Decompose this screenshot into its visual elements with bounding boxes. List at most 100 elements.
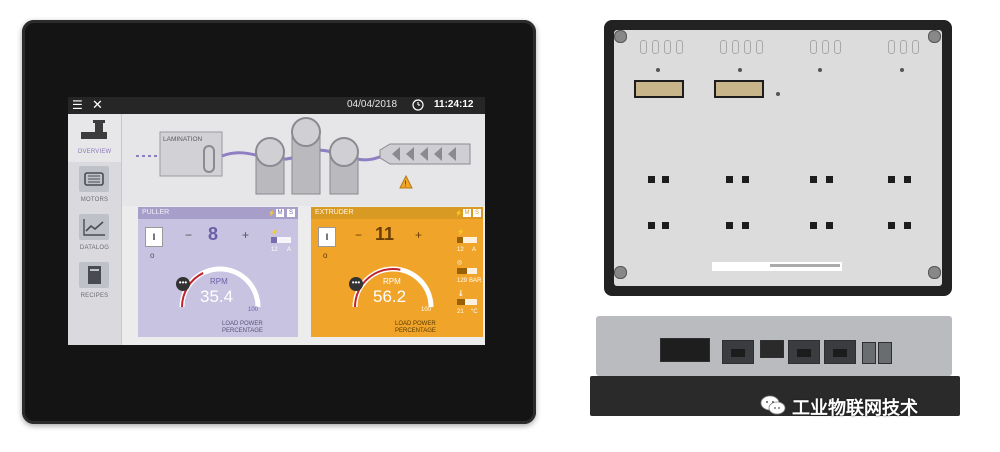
puller-current-value: 12: [271, 247, 278, 253]
usb-port: [878, 342, 892, 364]
extruder-current-bar: [457, 237, 477, 243]
lightning-icon: ⚡: [268, 211, 276, 217]
puller-current-bar: [271, 237, 291, 243]
temperature-icon: 🌡: [457, 291, 465, 297]
expansion-connector: [634, 80, 684, 98]
vent-square: [662, 176, 669, 183]
sidebar-item-label: OVERVIEW: [77, 149, 112, 155]
current-icon: ⚡: [457, 230, 465, 236]
puller-decrease-button[interactable]: −: [185, 228, 193, 242]
puller-load-line1: LOAD POWER: [222, 321, 263, 327]
puller-rpm-label: RPM: [210, 277, 228, 286]
vent-square: [904, 176, 911, 183]
extruder-load-line2: PERCENTAGE: [395, 328, 436, 334]
vent-square: [648, 176, 655, 183]
motor-icon: [79, 166, 109, 192]
power-connector-port: [660, 338, 710, 362]
vent-slot: [640, 40, 647, 54]
extruder-decrease-button[interactable]: −: [355, 228, 363, 242]
sidebar-item-label: DATALOG: [79, 245, 110, 251]
puller-rpm-gauge: RPM 35.4 100 LOAD POWER PERCENTAGE: [170, 257, 270, 335]
vent-square: [888, 176, 895, 183]
puller-more-button[interactable]: •••: [176, 277, 190, 291]
extruder-temperature-bar: [457, 299, 477, 305]
ethernet-port: [824, 340, 856, 364]
usb-port: [862, 342, 876, 364]
vent-slot: [732, 40, 739, 54]
mount-hole: [776, 92, 780, 96]
mount-hole: [656, 68, 660, 72]
extruder-panel: EXTRUDER ⚡ M S I o − 11 + RPM 56.2 100 L…: [311, 207, 483, 337]
vent-square: [826, 176, 833, 183]
wechat-icon: [760, 395, 786, 415]
top-bar: ☰ ✕ 04/04/2018 11:24:12: [68, 97, 485, 114]
clock-icon: [412, 99, 424, 111]
screw-icon: [614, 30, 627, 43]
vent-slot: [664, 40, 671, 54]
manual-badge[interactable]: M: [276, 209, 284, 217]
sidebar-item-datalog[interactable]: DATALOG: [68, 210, 121, 258]
extruder-rpm-value: 56.2: [373, 287, 407, 306]
hmi-back-plate: [614, 30, 942, 286]
sidebar-item-recipes[interactable]: RECIPES: [68, 258, 121, 306]
vent-square: [742, 222, 749, 229]
vent-square: [810, 222, 817, 229]
expansion-connector: [714, 80, 764, 98]
menu-icon[interactable]: ☰: [72, 98, 83, 112]
puller-title: PULLER: [138, 207, 298, 219]
svg-text:!: !: [404, 180, 406, 189]
current-icon: ⚡: [271, 230, 279, 236]
close-icon[interactable]: ✕: [92, 97, 103, 112]
vent-square: [904, 222, 911, 229]
setting-badge[interactable]: S: [473, 209, 481, 217]
puller-increase-button[interactable]: +: [242, 228, 250, 242]
puller-load-line2: PERCENTAGE: [222, 328, 263, 334]
extruder-on-button[interactable]: I: [318, 227, 336, 247]
sidebar-item-motors[interactable]: MOTORS: [68, 162, 121, 210]
warning-triangle-icon: [399, 174, 413, 189]
pressure-icon: ◎: [457, 260, 463, 266]
vent-square: [662, 222, 669, 229]
vent-slot: [744, 40, 751, 54]
extruder-temp-value: 21: [457, 309, 464, 315]
sidebar-nav: OVERVIEW MOTORS DATALOG RECIPES: [68, 114, 122, 345]
puller-on-button[interactable]: I: [145, 227, 163, 247]
ethernet-port: [722, 340, 754, 364]
ethernet-port: [788, 340, 820, 364]
extruder-increase-button[interactable]: +: [415, 228, 423, 242]
recipe-book-icon: [79, 262, 109, 288]
extruder-title: EXTRUDER: [311, 207, 483, 219]
puller-panel: PULLER ⚡ M S I o − 8 + RPM 35.4 100 LOAD…: [138, 207, 298, 337]
vent-square: [726, 222, 733, 229]
chart-line-icon: [79, 214, 109, 240]
process-diagram: LAMINATION !: [122, 114, 485, 206]
vent-slot: [756, 40, 763, 54]
vent-slot: [900, 40, 907, 54]
vent-slot: [652, 40, 659, 54]
extruder-more-button[interactable]: •••: [349, 277, 363, 291]
extruder-pressure-value: 129: [457, 278, 468, 284]
vent-square: [742, 176, 749, 183]
extruder-gauge-max: 100: [421, 307, 432, 313]
screw-icon: [928, 266, 941, 279]
sidebar-item-label: RECIPES: [80, 293, 109, 299]
mount-hole: [818, 68, 822, 72]
vent-slot: [810, 40, 817, 54]
screw-icon: [928, 30, 941, 43]
setting-badge[interactable]: S: [287, 209, 295, 217]
vent-square: [726, 176, 733, 183]
extruder-rpm-gauge: RPM 56.2 100 LOAD POWER PERCENTAGE: [343, 257, 443, 335]
vent-slot: [720, 40, 727, 54]
date-display: 04/04/2018: [347, 99, 398, 110]
vent-square: [648, 222, 655, 229]
mount-hole: [738, 68, 742, 72]
vent-slot: [888, 40, 895, 54]
extruder-temp-unit: °C: [471, 309, 478, 315]
screw-icon: [614, 266, 627, 279]
sidebar-item-label: MOTORS: [80, 197, 109, 203]
manual-badge[interactable]: M: [463, 209, 471, 217]
puller-gauge-max: 100: [248, 307, 259, 313]
sidebar-item-overview[interactable]: OVERVIEW: [68, 114, 121, 162]
vent-square: [888, 222, 895, 229]
extruder-current-unit: A: [472, 247, 477, 253]
